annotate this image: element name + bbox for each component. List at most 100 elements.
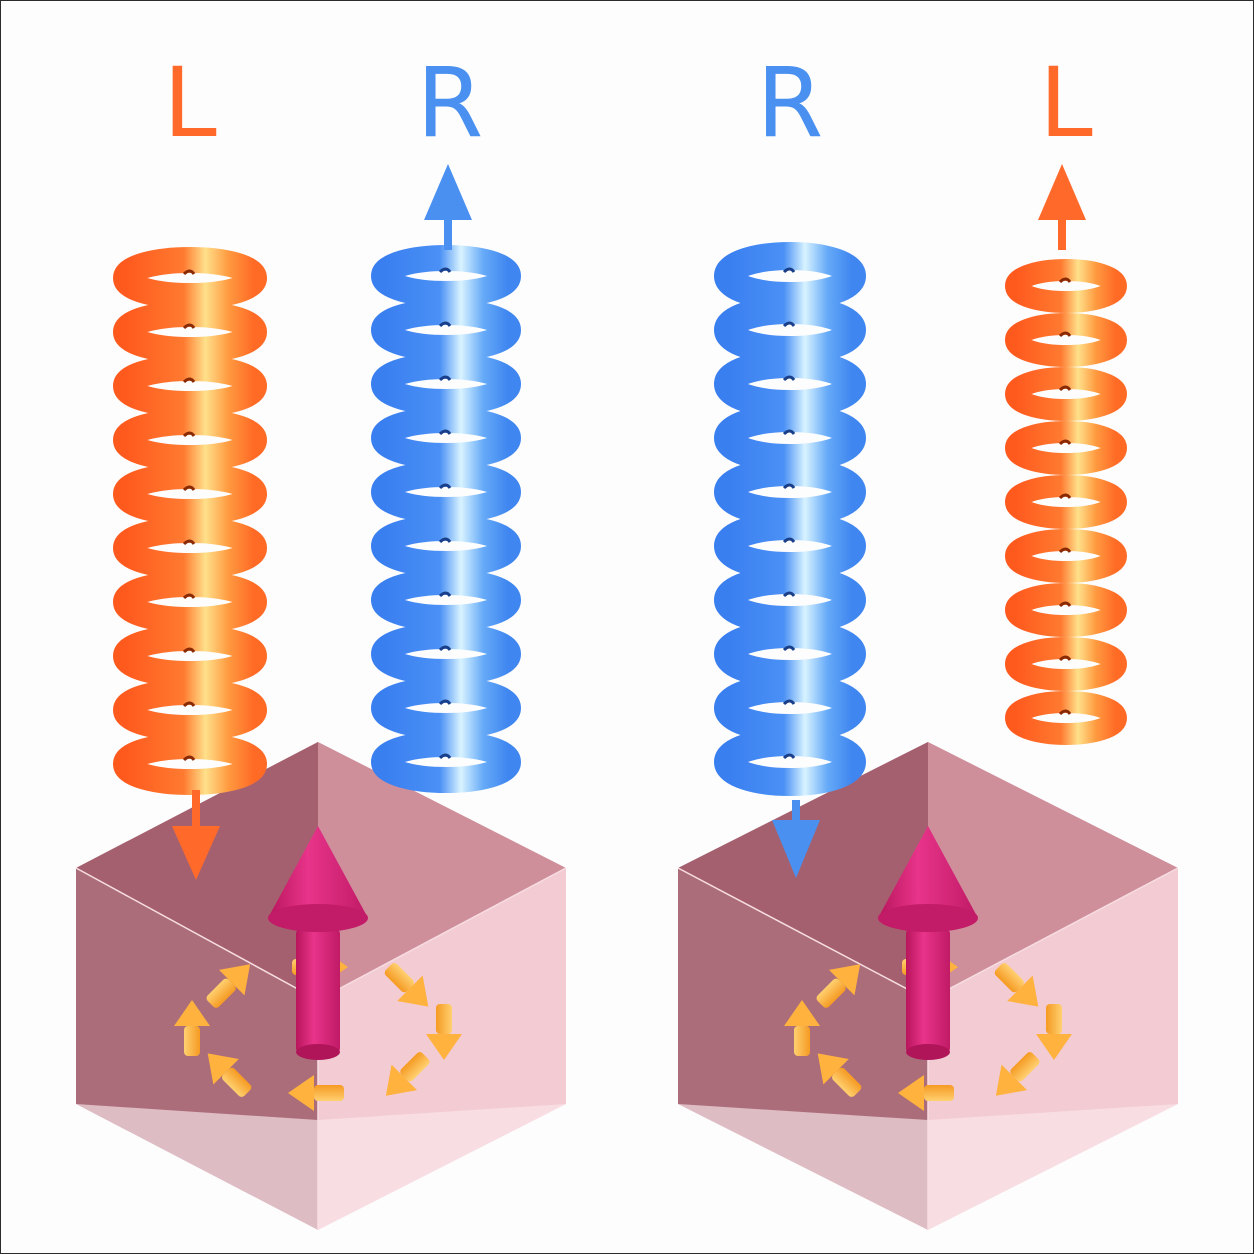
arrow-left-incoming-down [172,790,220,880]
helix-coil [714,404,866,472]
helix-coil-shade [438,375,452,382]
helix-coil-shade [782,429,796,436]
arrow-right-incoming-down [772,800,820,878]
helix-coil [1005,475,1127,529]
helix-coil [371,461,521,523]
helix-coil-shade [782,537,796,544]
helix-coil-shade [182,377,196,384]
helix-coil-shade [782,591,796,598]
vortex-arrow [995,1052,1040,1096]
helix-right-incoming-blue [714,242,866,796]
helix-coil-shade [438,267,452,274]
helix-coil-shade [438,753,452,760]
helix-coil [371,677,521,739]
helix-coil-shade [1058,547,1072,554]
helix-coil-shade [438,321,452,328]
helix-coil [371,515,521,577]
helix-coil [113,409,267,471]
helix-coil [113,355,267,417]
helix-coil-shade [1058,385,1072,392]
helix-coil [1005,421,1127,475]
helix-coil-shade [182,593,196,600]
vortex-arrow [817,1053,862,1097]
helix-right-outgoing-orange [1005,259,1127,745]
vortex-arrow [426,1004,462,1060]
vortex-arrow [385,1052,430,1096]
helix-coil [714,242,866,310]
helix-coil [1005,313,1127,367]
helix-coil-shade [782,483,796,490]
vortex-arrow [288,1075,344,1111]
helix-left-incoming-orange [113,247,267,795]
helix-coil-shade [438,645,452,652]
helix-coil [714,296,866,364]
helix-coil-shade [1058,277,1072,284]
helix-coil [714,350,866,418]
helix-coil-shade [1058,655,1072,662]
vortex-arrow [898,1075,954,1111]
helix-coil-shade [438,483,452,490]
helix-coil [113,733,267,795]
helix-coil [113,463,267,525]
helix-coil [113,301,267,363]
arrow-right-outgoing-up [1038,164,1086,250]
helix-coil-shade [1058,439,1072,446]
helix-coil [371,623,521,685]
helix-coil [714,674,866,742]
helix-coil-shade [438,429,452,436]
helix-coil-shade [782,699,796,706]
vortex-arrow [816,964,861,1008]
helix-coil-shade [182,539,196,546]
spin-arrow-left [268,826,368,1060]
vortex-arrow [174,1000,210,1056]
vortex-arrow [384,963,429,1007]
helix-coil [371,299,521,361]
vortex-arrows-left [174,949,462,1111]
vortex-arrow [207,1053,252,1097]
helix-coil-shade [182,269,196,276]
helix-coil-shade [782,267,796,274]
helix-coil [714,512,866,580]
helix-coil [371,245,521,307]
helix-coil [113,247,267,309]
helix-coil [714,566,866,634]
helix-coil [113,625,267,687]
label-right-outgoing: L [1039,47,1092,159]
helix-coil-shade [438,537,452,544]
helix-coil [714,458,866,526]
helix-coil-shade [1058,709,1072,716]
helix-coil-shade [182,431,196,438]
helix-coil [714,620,866,688]
helix-coil [1005,529,1127,583]
helix-coil-shade [782,375,796,382]
helix-coil-shade [438,591,452,598]
helix-coil [113,679,267,741]
helix-coil-shade [782,753,796,760]
helix-coil [113,517,267,579]
label-right-incoming: R [757,47,824,159]
helix-coil-shade [1058,331,1072,338]
vortex-arrow [1036,1004,1072,1060]
spin-arrow-right [878,826,978,1060]
helix-coil [371,353,521,415]
helix-coil-shade [182,647,196,654]
helix-coil [371,407,521,469]
helix-coil [1005,691,1127,745]
helix-coil-shade [182,323,196,330]
vortex-arrow [994,963,1039,1007]
helix-coil [1005,259,1127,313]
helix-coil [1005,583,1127,637]
helix-coil-shade [1058,493,1072,500]
helix-coil-shade [182,485,196,492]
helix-coil [1005,637,1127,691]
helix-coil-shade [1058,601,1072,608]
vortex-arrow [206,964,251,1008]
helix-coil [714,728,866,796]
label-left-incoming: L [163,47,216,159]
helix-coil-shade [182,755,196,762]
helix-coil-shade [782,645,796,652]
helix-coil [1005,367,1127,421]
helix-coil [113,571,267,633]
helix-coil-shade [182,701,196,708]
